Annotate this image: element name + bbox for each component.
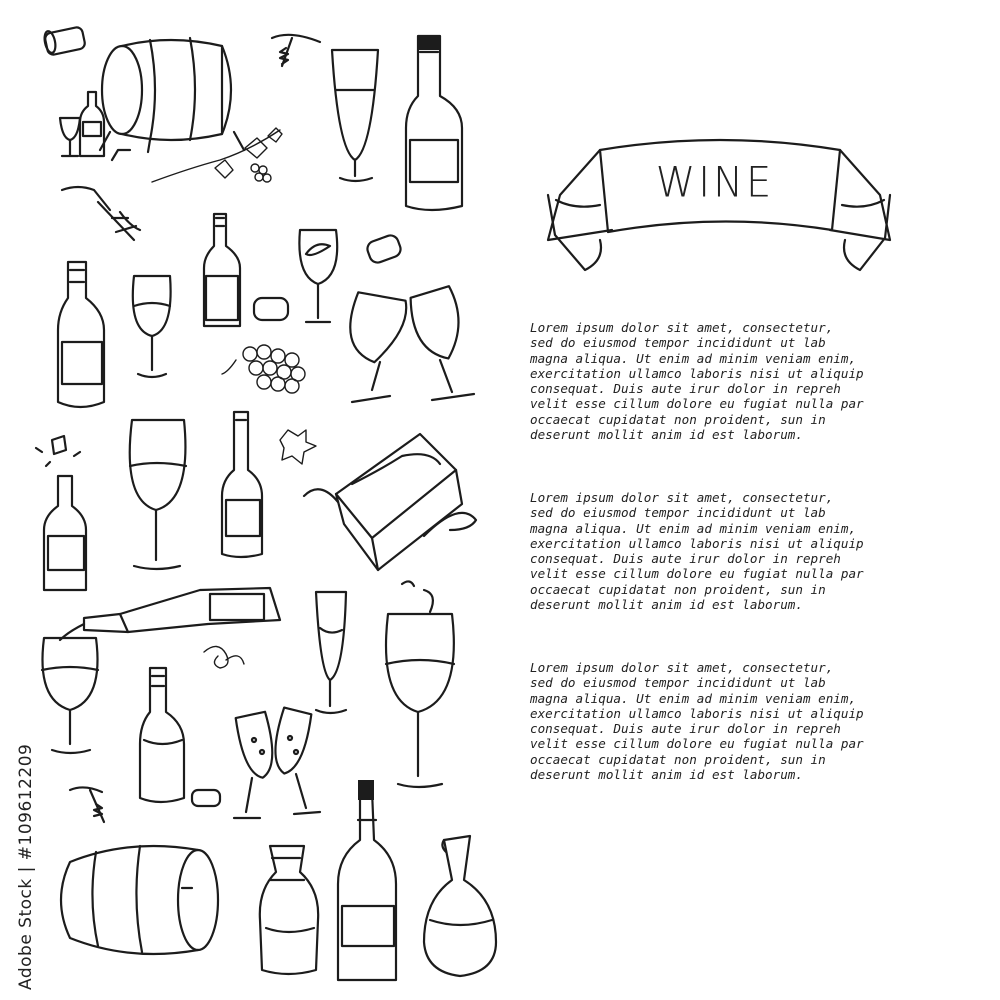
tasting-glass-icon [384, 580, 456, 789]
corkscrew-icon [270, 33, 322, 68]
grape-vine-icon [151, 127, 283, 183]
pouring-bottle-icon [58, 586, 282, 642]
small-wine-glass-icon [58, 116, 82, 158]
corkscrew-icon [68, 786, 106, 824]
cork-icon [252, 296, 290, 322]
bottle-in-cooler-icon [202, 212, 242, 328]
curl-icon [203, 645, 245, 669]
flute-icon [314, 590, 348, 715]
popping-bottle-icon [34, 434, 88, 592]
cork-icon [366, 234, 402, 264]
barrel-icon [59, 844, 220, 956]
wine-box-icon [302, 432, 478, 572]
swirling-glass-icon [298, 228, 339, 324]
jug-icon [258, 844, 320, 976]
vine-leaf-icon [279, 429, 317, 465]
cork-icon [190, 788, 222, 808]
body-paragraph-3: Lorem ipsum dolor sit amet, consectetur,… [530, 660, 864, 783]
ribbon-banner [546, 138, 892, 272]
body-paragraph-2: Lorem ipsum dolor sit amet, consectetur,… [530, 490, 864, 613]
glass-being-filled-icon [40, 636, 100, 755]
clinking-glasses-icon [349, 285, 476, 404]
grape-bunch-icon [221, 344, 306, 394]
decanter-icon [422, 834, 498, 978]
champagne-toast-icon [232, 706, 322, 820]
bottle-icon [220, 410, 264, 559]
stock-watermark: Adobe Stock | #109612209 [16, 743, 36, 990]
cork-icon [43, 26, 86, 56]
banner-title: WINE [655, 158, 775, 208]
champagne-bottle-icon [336, 780, 398, 982]
clear-bottle-icon [138, 666, 186, 804]
champagne-flute-icon [330, 48, 380, 183]
small-bottle-icon [78, 90, 106, 158]
wine-bottle-icon [404, 34, 464, 212]
tall-bottle-icon [56, 260, 106, 409]
large-wine-glass-icon [128, 418, 188, 571]
wine-glass-icon [131, 274, 172, 379]
barrel-on-stand-icon [98, 36, 246, 162]
body-paragraph-1: Lorem ipsum dolor sit amet, consectetur,… [530, 320, 864, 443]
wing-corkscrew-icon [60, 185, 142, 242]
